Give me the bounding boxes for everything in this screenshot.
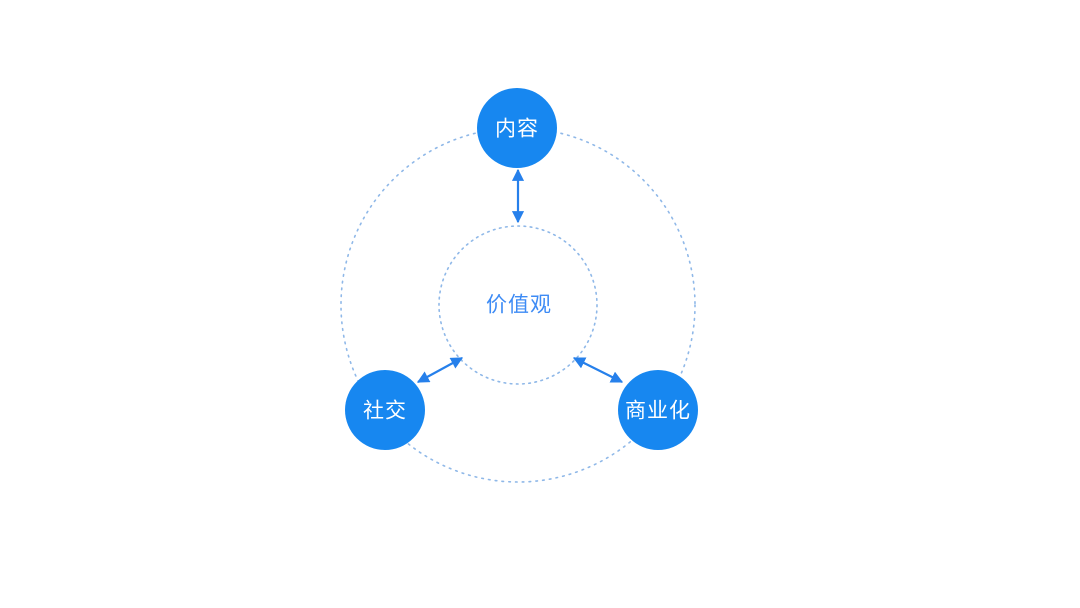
outer-dotted-ring [340,127,696,483]
node-commercialization[interactable]: 商业化 [618,370,698,450]
node-content[interactable]: 内容 [477,88,557,168]
node-content-circle[interactable] [477,88,557,168]
node-commercialization-label: 商业化 [625,400,691,423]
node-content-label: 内容 [495,118,539,141]
node-social-label: 社交 [363,400,407,423]
node-social[interactable]: 社交 [345,370,425,450]
node-commercialization-circle[interactable] [618,370,698,450]
node-social-circle[interactable] [345,370,425,450]
inner-dotted-circle [438,225,598,385]
connector-social-center [416,357,464,383]
center-node-label: 价值观 [486,294,552,317]
connector-commercialization-center [572,357,624,383]
